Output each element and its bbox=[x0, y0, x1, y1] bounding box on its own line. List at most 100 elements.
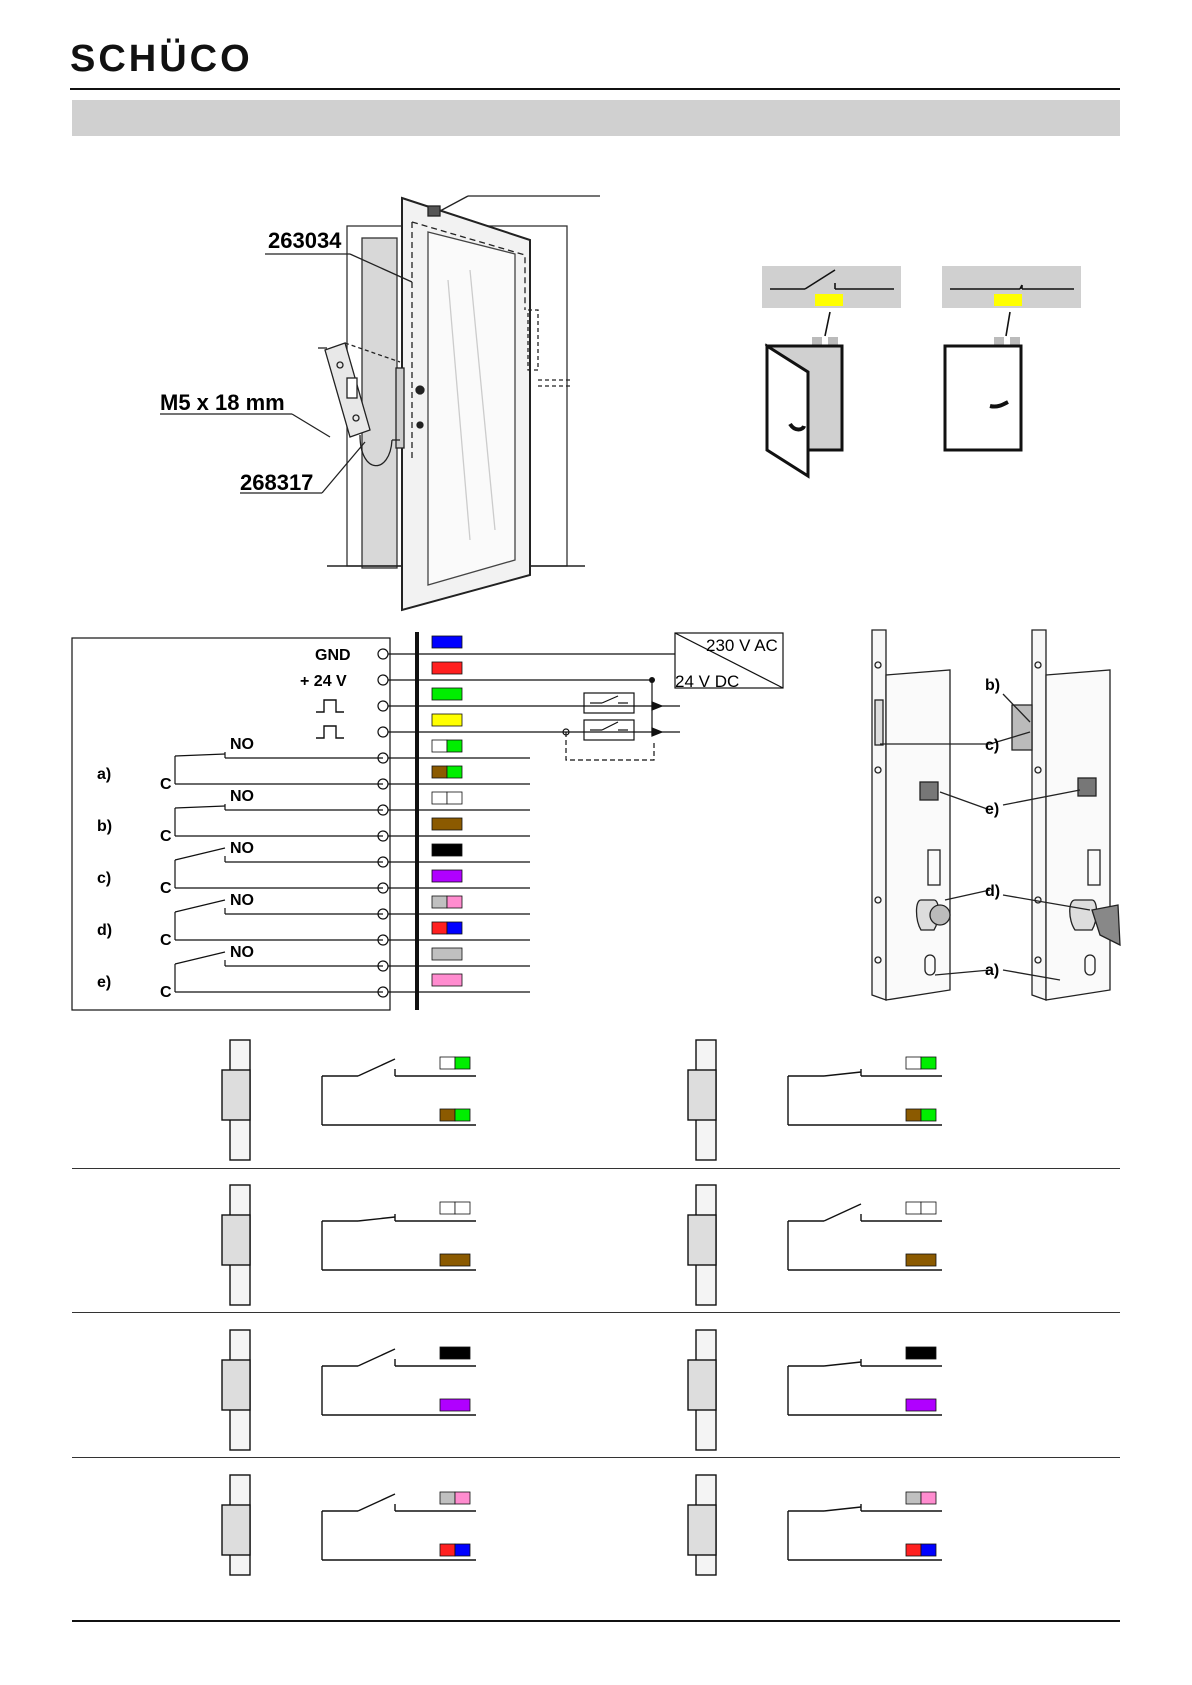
contact-symbols bbox=[175, 752, 383, 992]
switch-blade bbox=[358, 1217, 395, 1221]
door-state-closed bbox=[942, 266, 1081, 450]
contact-no-label: NO bbox=[230, 840, 254, 857]
terminal-circles bbox=[378, 649, 388, 997]
state-bottom-swatch bbox=[440, 1544, 470, 1556]
color-swatch-segment bbox=[432, 948, 462, 960]
part-number-screw: M5 x 18 mm bbox=[160, 390, 285, 415]
color-swatch-segment bbox=[432, 844, 462, 856]
lock-callout: e) bbox=[985, 801, 999, 818]
contact-blade bbox=[175, 806, 225, 808]
color-swatch-segment bbox=[921, 1544, 936, 1556]
color-swatch-segment bbox=[432, 636, 462, 648]
contact-c-label: C bbox=[160, 828, 172, 845]
color-swatch-segment bbox=[447, 896, 462, 908]
state-top-swatch bbox=[440, 1492, 470, 1504]
color-swatch-segment bbox=[906, 1544, 921, 1556]
device-part bbox=[688, 1215, 716, 1265]
switch-blade bbox=[358, 1059, 395, 1076]
wire-color-swatch bbox=[432, 688, 462, 700]
contact-letter: b) bbox=[97, 818, 112, 835]
contact-blade bbox=[175, 900, 225, 912]
wire-color-swatch bbox=[432, 896, 462, 908]
color-swatch-segment bbox=[455, 1109, 470, 1121]
wire-color-swatch bbox=[432, 636, 462, 648]
wire-color-swatch bbox=[432, 974, 462, 986]
contact-no-label: NO bbox=[230, 944, 254, 961]
color-swatch-segment bbox=[432, 766, 447, 778]
device-part bbox=[222, 1360, 250, 1410]
color-swatch-segment bbox=[432, 974, 462, 986]
device-part bbox=[222, 1215, 250, 1265]
color-swatch-segment bbox=[432, 870, 462, 882]
state-bottom-swatch bbox=[906, 1109, 936, 1121]
wire-color-swatches bbox=[432, 636, 462, 986]
color-swatch-segment bbox=[440, 1544, 455, 1556]
color-swatch-segment bbox=[906, 1057, 921, 1069]
state-top-swatch bbox=[440, 1347, 470, 1359]
state-diagram bbox=[222, 1475, 476, 1575]
wire-color-swatch bbox=[432, 714, 462, 726]
switch-blade bbox=[824, 1204, 861, 1221]
state-bottom-swatch bbox=[440, 1254, 470, 1266]
wire-color-swatch bbox=[432, 844, 462, 856]
color-swatch-segment bbox=[906, 1202, 921, 1214]
footer-rule bbox=[72, 1620, 1120, 1622]
lock-callout: c) bbox=[985, 737, 999, 754]
state-bottom-swatch bbox=[906, 1544, 936, 1556]
state-top-swatch bbox=[906, 1492, 936, 1504]
color-swatch-segment bbox=[432, 740, 447, 752]
color-swatch-segment bbox=[906, 1347, 936, 1359]
terminal-gnd-label: GND bbox=[315, 647, 351, 664]
wire-color-swatch bbox=[432, 818, 462, 830]
color-swatch-segment bbox=[432, 792, 447, 804]
color-swatch-segment bbox=[921, 1202, 936, 1214]
state-top-swatch bbox=[906, 1202, 936, 1214]
state-rows bbox=[222, 1040, 942, 1575]
contact-blade bbox=[175, 848, 225, 860]
color-swatch-segment bbox=[432, 688, 462, 700]
state-top-swatch bbox=[440, 1057, 470, 1069]
wire-color-swatch bbox=[432, 662, 462, 674]
switch-blade bbox=[824, 1072, 861, 1076]
device-part bbox=[222, 1505, 250, 1555]
contact-letter: d) bbox=[97, 922, 112, 939]
lock-callout: b) bbox=[985, 677, 1000, 694]
color-swatch-segment bbox=[906, 1109, 921, 1121]
contact-c-label: C bbox=[160, 880, 172, 897]
terminal-24v-label: + 24 V bbox=[300, 673, 347, 690]
color-swatch-segment bbox=[432, 896, 447, 908]
switch-blade bbox=[824, 1362, 861, 1366]
terminal-circle bbox=[378, 675, 388, 685]
contact-no-label: NO bbox=[230, 788, 254, 805]
switch-blade bbox=[358, 1494, 395, 1511]
color-swatch-segment bbox=[440, 1492, 455, 1504]
lock-callout: d) bbox=[985, 883, 1000, 900]
supply-dc-label: 24 V DC bbox=[675, 672, 739, 691]
switch-blade bbox=[358, 1349, 395, 1366]
color-swatch-segment bbox=[447, 740, 462, 752]
state-top-swatch bbox=[906, 1057, 936, 1069]
wire-color-swatch bbox=[432, 740, 462, 752]
color-swatch-segment bbox=[455, 1544, 470, 1556]
color-swatch-segment bbox=[440, 1347, 470, 1359]
device-part bbox=[688, 1505, 716, 1555]
state-diagram bbox=[688, 1330, 942, 1450]
color-swatch-segment bbox=[440, 1109, 455, 1121]
color-swatch-segment bbox=[921, 1109, 936, 1121]
color-swatch-segment bbox=[432, 818, 462, 830]
color-swatch-segment bbox=[432, 714, 462, 726]
color-swatch-segment bbox=[455, 1057, 470, 1069]
contact-no-label: NO bbox=[230, 892, 254, 909]
lock-callout-labels: b)c)e)d)a) bbox=[985, 677, 1000, 979]
external-switches bbox=[563, 680, 680, 760]
contact-blade bbox=[175, 952, 225, 964]
contact-letter: a) bbox=[97, 766, 111, 783]
color-swatch-segment bbox=[447, 766, 462, 778]
state-top-swatch bbox=[440, 1202, 470, 1214]
supply-ac-label: 230 V AC bbox=[706, 636, 778, 655]
state-diagram bbox=[222, 1330, 476, 1450]
wire-color-swatch bbox=[432, 766, 462, 778]
contact-letter: e) bbox=[97, 974, 111, 991]
color-swatch-segment bbox=[440, 1254, 470, 1266]
